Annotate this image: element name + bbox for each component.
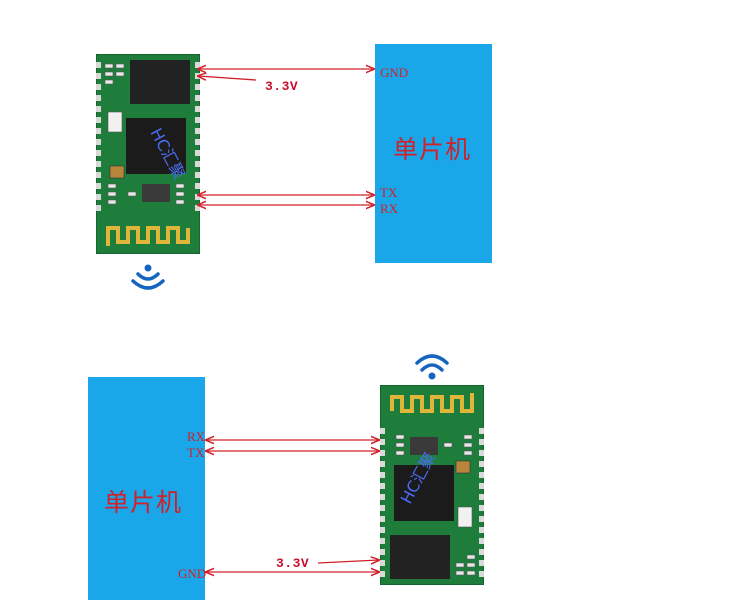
pin-label-tx: TX [380, 185, 398, 200]
pin-label-gnd: GND [380, 65, 409, 80]
mcu-label: 单片机 [104, 488, 183, 517]
bluetooth-module-bottom: HC汇聚 [380, 385, 484, 585]
power-label: 3.3V [265, 79, 299, 94]
power-label: 3.3V [276, 556, 310, 571]
wireless-signal-icon [131, 264, 165, 290]
wire-power [317, 560, 379, 563]
mcu-block-top: 单片机 [375, 44, 492, 263]
pin-label-tx: TX [187, 445, 205, 460]
pin-label-rx: RX [187, 429, 206, 444]
mcu-label: 单片机 [393, 135, 472, 164]
pin-label-gnd: GND [178, 566, 207, 581]
wire-power [198, 76, 257, 80]
mcu-block-bottom: 单片机 [88, 377, 205, 600]
wireless-signal-icon [415, 354, 449, 380]
pin-label-rx: RX [380, 201, 399, 216]
bluetooth-module-top: HC汇聚 [96, 54, 200, 254]
